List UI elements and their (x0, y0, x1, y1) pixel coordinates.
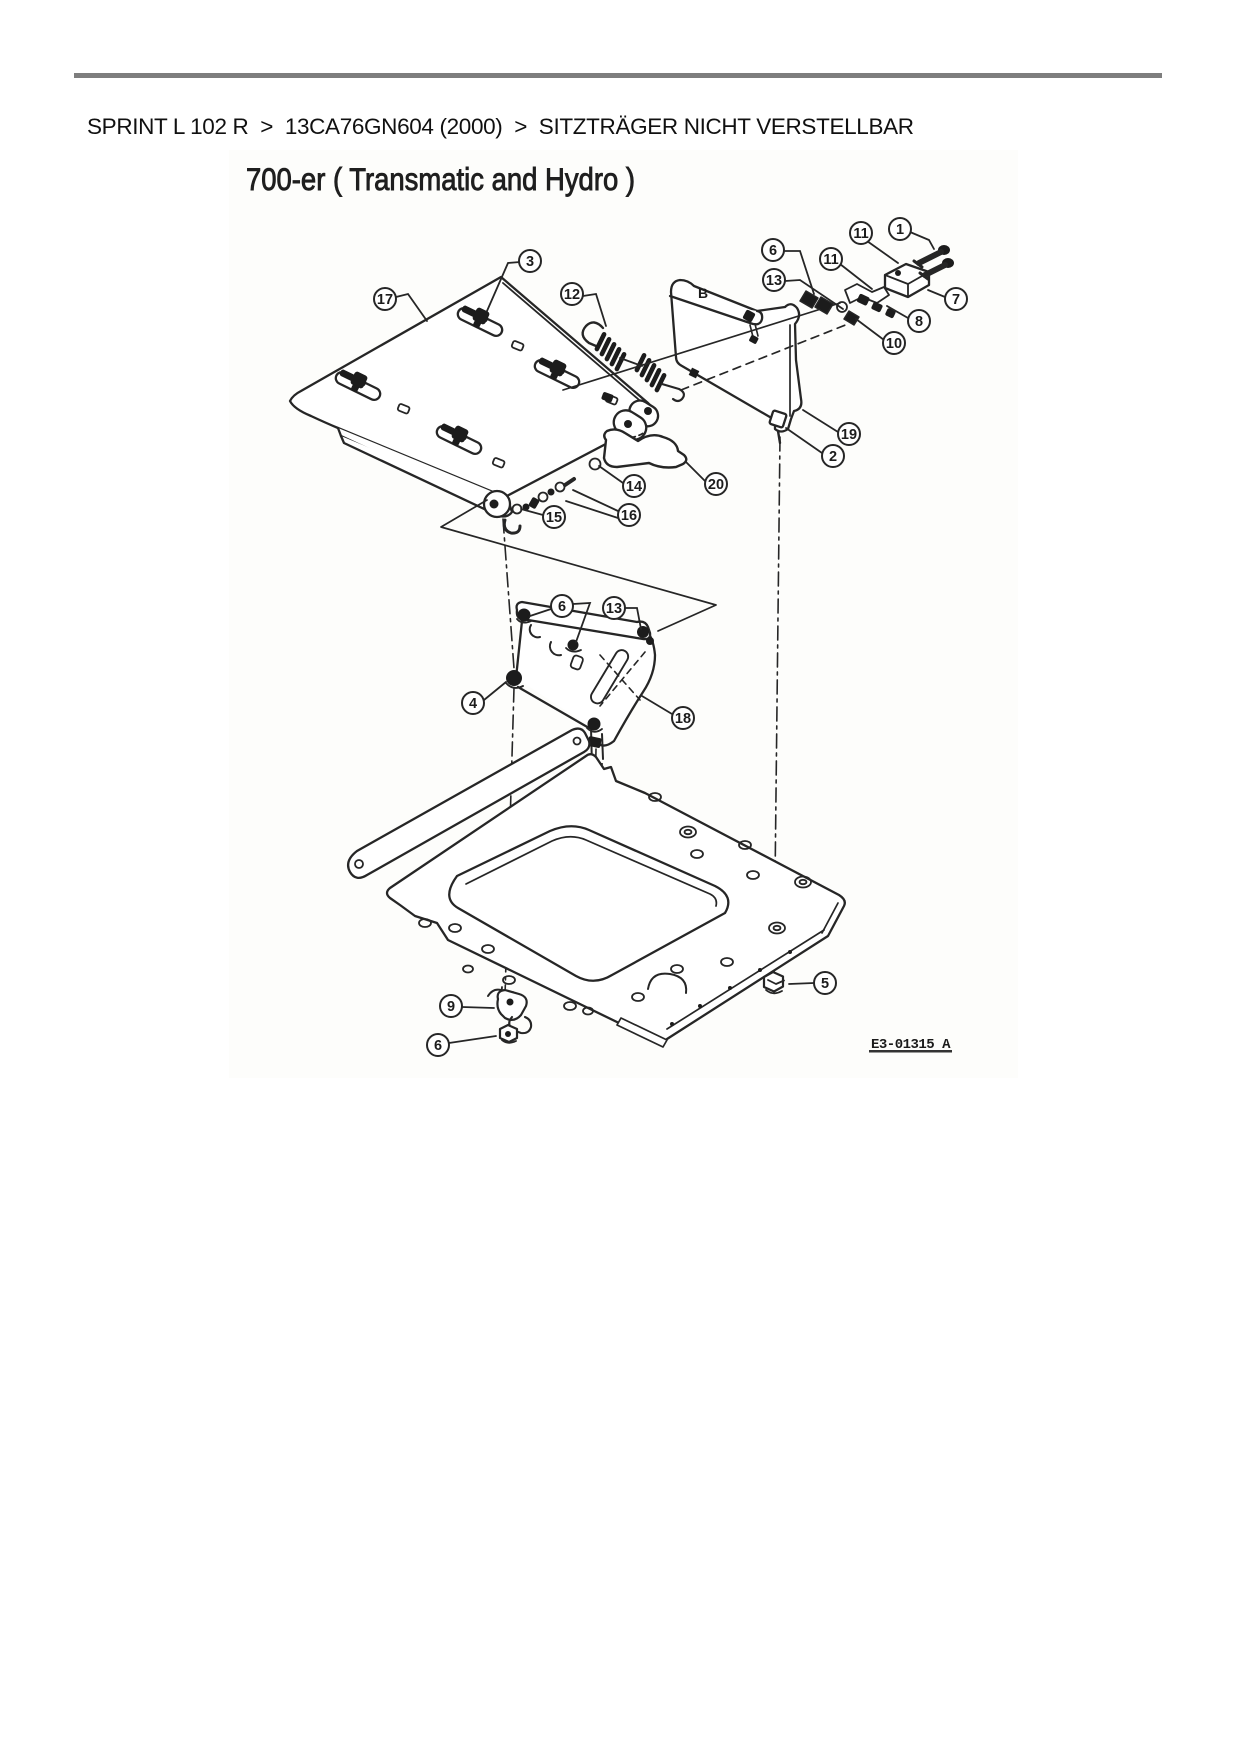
svg-text:6: 6 (769, 243, 777, 259)
svg-text:5: 5 (821, 976, 829, 992)
svg-text:17: 17 (377, 292, 393, 308)
svg-text:4: 4 (469, 696, 477, 712)
svg-text:13: 13 (766, 273, 782, 289)
svg-text:11: 11 (823, 252, 838, 268)
svg-text:700-er ( Transmatic and Hydro: 700-er ( Transmatic and Hydro ) (246, 161, 635, 197)
svg-text:20: 20 (708, 477, 724, 493)
svg-text:9: 9 (447, 999, 455, 1015)
svg-text:3: 3 (526, 254, 534, 270)
svg-text:1: 1 (896, 222, 904, 238)
svg-text:13: 13 (606, 601, 622, 617)
svg-text:14: 14 (626, 479, 642, 495)
svg-text:B: B (698, 285, 708, 301)
svg-text:10: 10 (886, 336, 902, 352)
svg-text:19: 19 (841, 427, 857, 443)
svg-text:2: 2 (829, 449, 837, 465)
svg-text:8: 8 (915, 314, 923, 330)
svg-text:11: 11 (853, 226, 868, 242)
svg-text:6: 6 (434, 1038, 442, 1054)
svg-text:16: 16 (621, 508, 637, 524)
svg-text:15: 15 (546, 510, 562, 526)
svg-text:E3-01315 A: E3-01315 A (871, 1037, 951, 1053)
svg-text:6: 6 (558, 599, 566, 615)
svg-text:12: 12 (564, 287, 580, 303)
svg-text:7: 7 (952, 292, 960, 308)
svg-text:18: 18 (675, 711, 691, 727)
